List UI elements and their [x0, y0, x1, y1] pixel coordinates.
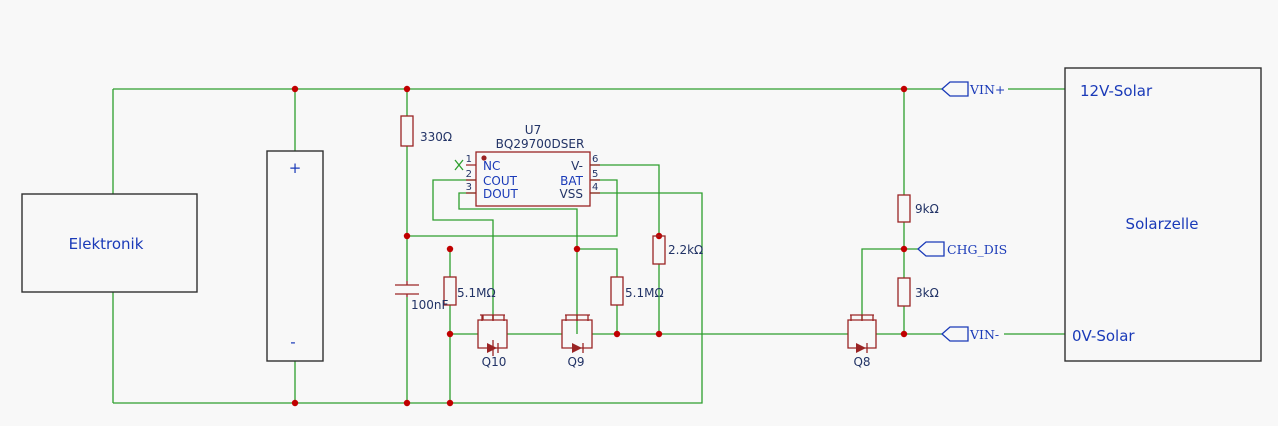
- svg-text:330Ω: 330Ω: [420, 130, 452, 144]
- svg-text:Q8: Q8: [853, 355, 870, 369]
- svg-text:VIN-: VIN-: [969, 327, 999, 342]
- net-label-chg-dis: CHG_DIS: [917, 241, 1007, 257]
- svg-text:4: 4: [592, 182, 598, 193]
- solar-pin-bottom-label: 0V-Solar: [1072, 327, 1135, 345]
- elektronik-label: Elektronik: [69, 235, 144, 253]
- svg-text:5.1MΩ: 5.1MΩ: [625, 286, 664, 300]
- svg-text:CHG_DIS: CHG_DIS: [947, 242, 1007, 257]
- resistor-2k2: 2.2kΩ: [652, 235, 703, 265]
- battery-block: + -: [266, 150, 324, 362]
- net-label-vin-minus: VIN-: [941, 326, 999, 342]
- battery-minus-label: -: [290, 333, 295, 351]
- svg-text:Q10: Q10: [482, 355, 507, 369]
- svg-text:3kΩ: 3kΩ: [915, 286, 939, 300]
- svg-text:2.2kΩ: 2.2kΩ: [668, 243, 703, 257]
- svg-text:2: 2: [466, 169, 472, 180]
- svg-text:100nF: 100nF: [411, 298, 449, 312]
- resistor-5m1-a: 5.1MΩ: [443, 276, 496, 306]
- junctions: [291, 85, 908, 407]
- elektronik-block: Elektronik: [21, 193, 198, 293]
- svg-text:COUT: COUT: [483, 174, 518, 188]
- mosfet-q8: Q8: [847, 314, 877, 369]
- mosfet-q9: Q9: [561, 314, 593, 369]
- capacitor-100n: 100nF: [395, 281, 449, 312]
- svg-text:3: 3: [466, 182, 472, 193]
- solar-pin-top-label: 12V-Solar: [1080, 82, 1153, 100]
- svg-text:NC: NC: [483, 159, 500, 173]
- ic-ref: U7: [525, 123, 541, 137]
- resistor-330: 330Ω: [400, 115, 452, 147]
- ic-part: BQ29700DSER: [496, 137, 585, 151]
- resistor-3k: 3kΩ: [897, 277, 939, 307]
- svg-text:6: 6: [592, 154, 598, 165]
- svg-text:VSS: VSS: [560, 187, 583, 201]
- svg-text:1: 1: [466, 154, 472, 165]
- svg-text:9kΩ: 9kΩ: [915, 202, 939, 216]
- resistor-5m1-b: 5.1MΩ: [610, 276, 664, 306]
- mosfet-q10: Q10: [477, 314, 508, 369]
- net-label-vin-plus: VIN+: [941, 81, 1005, 97]
- battery-plus-label: +: [289, 159, 302, 177]
- ic-u7: U7 BQ29700DSER 1 2 3 NC COUT DOUT V- BAT…: [454, 123, 600, 207]
- svg-text:VIN+: VIN+: [969, 82, 1005, 97]
- svg-text:V-: V-: [571, 159, 583, 173]
- solarzelle-block: Solarzelle 12V-Solar 0V-Solar: [1064, 67, 1262, 362]
- svg-text:DOUT: DOUT: [483, 187, 518, 201]
- svg-text:5.1MΩ: 5.1MΩ: [457, 286, 496, 300]
- solarzelle-label: Solarzelle: [1126, 215, 1199, 233]
- svg-text:Q9: Q9: [567, 355, 584, 369]
- resistor-9k: 9kΩ: [897, 194, 939, 223]
- svg-text:BAT: BAT: [560, 174, 584, 188]
- svg-text:5: 5: [592, 169, 598, 180]
